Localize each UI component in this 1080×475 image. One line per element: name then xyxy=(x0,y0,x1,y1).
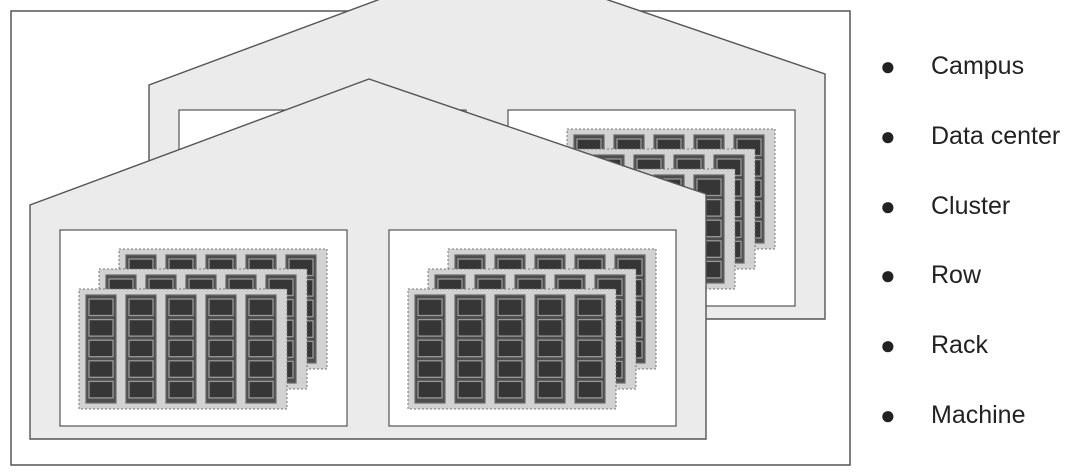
machine xyxy=(208,380,234,399)
machine xyxy=(208,298,234,317)
bullet-icon: ● xyxy=(880,399,896,430)
machine xyxy=(417,298,443,317)
machine xyxy=(417,360,443,378)
machine xyxy=(168,298,194,317)
machine xyxy=(248,360,274,378)
machine xyxy=(577,360,603,378)
bullet-icon: ● xyxy=(880,190,896,221)
machine xyxy=(168,318,194,337)
machine xyxy=(128,380,154,399)
machine xyxy=(128,339,154,358)
machine xyxy=(128,318,154,337)
machine xyxy=(497,360,523,378)
bullet-icon: ● xyxy=(880,51,896,81)
machine xyxy=(248,380,274,399)
machine xyxy=(168,360,194,378)
machine xyxy=(88,380,114,399)
machine xyxy=(577,298,603,317)
machine xyxy=(208,360,234,378)
machine xyxy=(248,298,274,317)
legend-label-row: Row xyxy=(931,261,982,290)
legend-label-data-center: Data center xyxy=(931,121,1061,150)
machine xyxy=(168,380,194,399)
machine xyxy=(417,380,443,399)
machine xyxy=(497,318,523,337)
machine xyxy=(88,360,114,378)
machine xyxy=(537,318,563,337)
machine xyxy=(577,339,603,358)
bullet-icon: ● xyxy=(880,120,896,151)
machine xyxy=(88,298,114,317)
machine xyxy=(457,318,483,337)
machine xyxy=(417,318,443,337)
machine xyxy=(537,380,563,399)
machine xyxy=(457,360,483,378)
machine xyxy=(417,339,443,358)
bullet-icon: ● xyxy=(880,330,896,361)
machine xyxy=(457,380,483,399)
machine xyxy=(457,339,483,358)
machine xyxy=(128,298,154,317)
machine xyxy=(497,339,523,358)
machine xyxy=(88,339,114,358)
legend-label-machine: Machine xyxy=(931,400,1026,429)
machine xyxy=(208,339,234,358)
machine xyxy=(696,178,722,197)
machine xyxy=(577,380,603,399)
machine xyxy=(208,318,234,337)
machine xyxy=(577,318,603,337)
machine xyxy=(88,318,114,337)
legend-label-campus: Campus xyxy=(931,52,1025,80)
bullet-icon: ● xyxy=(880,260,896,291)
machine xyxy=(168,339,194,358)
legend-label-rack: Rack xyxy=(931,331,988,360)
datacenter-hierarchy-diagram xyxy=(10,0,851,466)
machine xyxy=(537,298,563,317)
legend-label-cluster: Cluster xyxy=(931,191,1011,220)
machine xyxy=(497,298,523,317)
machine xyxy=(248,339,274,358)
data-center xyxy=(29,78,707,440)
machine xyxy=(537,360,563,378)
machine xyxy=(128,360,154,378)
machine xyxy=(537,339,563,358)
machine xyxy=(248,318,274,337)
machine xyxy=(457,298,483,317)
machine xyxy=(497,380,523,399)
